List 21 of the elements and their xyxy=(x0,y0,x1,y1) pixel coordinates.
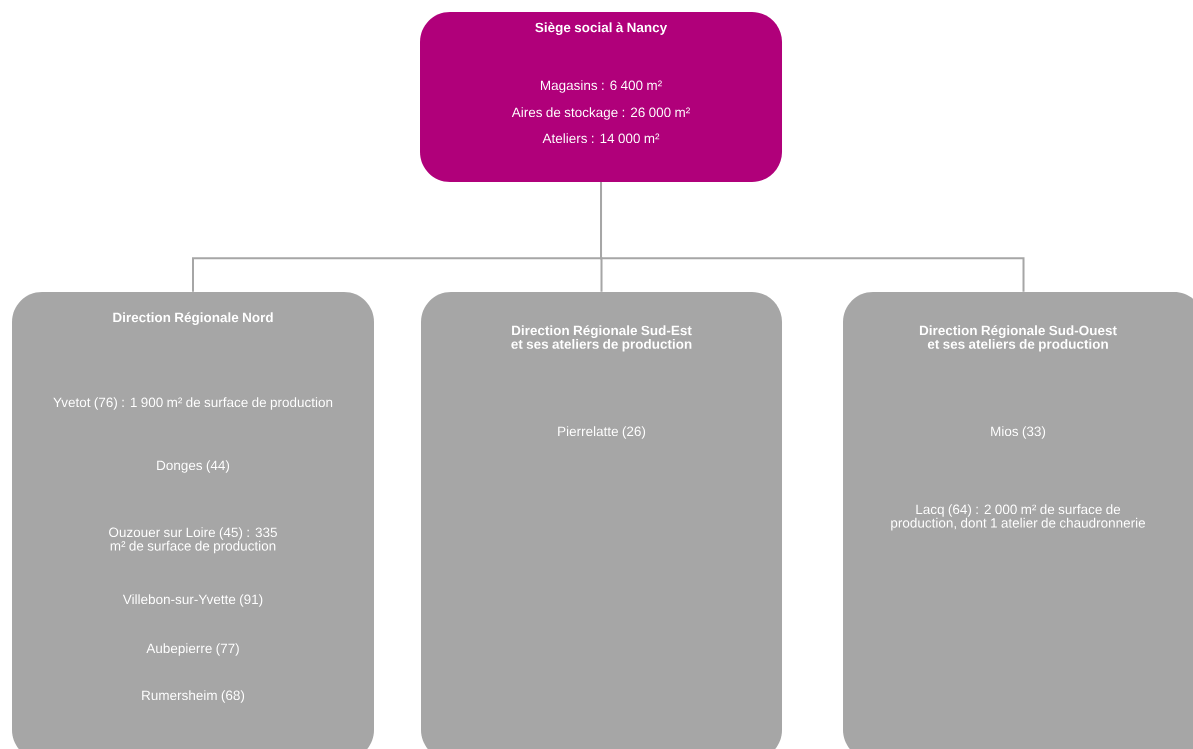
org-box xyxy=(12,292,374,749)
box-text: Yvetot (76) : 1 900 m² de surface de production xyxy=(53,397,333,410)
box-text: Ouzouer sur Loire (45) : 335 m² de surface de production xyxy=(109,527,277,554)
box-heading: Siège social à Nancy xyxy=(535,22,668,35)
box-text: Ateliers : 14 000 m² xyxy=(542,133,660,144)
connector-line xyxy=(600,181,1025,293)
box-heading: Direction Régionale Nord xyxy=(113,312,273,325)
box-text: Rumersheim (68) xyxy=(142,690,245,703)
org-box xyxy=(843,292,1193,749)
box-text: Lacq (64) : 2 000 m² de surface de production, dont 1 atelier de chaudronnerie xyxy=(891,504,1146,531)
box-text: Aires de stockage : 26 000 m² xyxy=(511,107,690,120)
box-text: Pierrelatte (26) xyxy=(558,426,646,439)
org-box xyxy=(421,292,782,749)
box-text: Mios (33) xyxy=(991,426,1046,439)
box-text: Donges (44) xyxy=(157,460,230,473)
box-text: Aubepierre (77) xyxy=(146,643,239,656)
box-heading: Direction Régionale Sud-Ouest et ses ateliers de production xyxy=(919,325,1117,352)
box-heading: Direction Régionale Sud-Est et ses ateliers de production xyxy=(511,325,692,352)
box-text: Villebon-sur-Yvette (91) xyxy=(122,594,263,607)
box-text: Magasins : 6 400 m² xyxy=(540,80,662,93)
org-box xyxy=(420,12,782,182)
